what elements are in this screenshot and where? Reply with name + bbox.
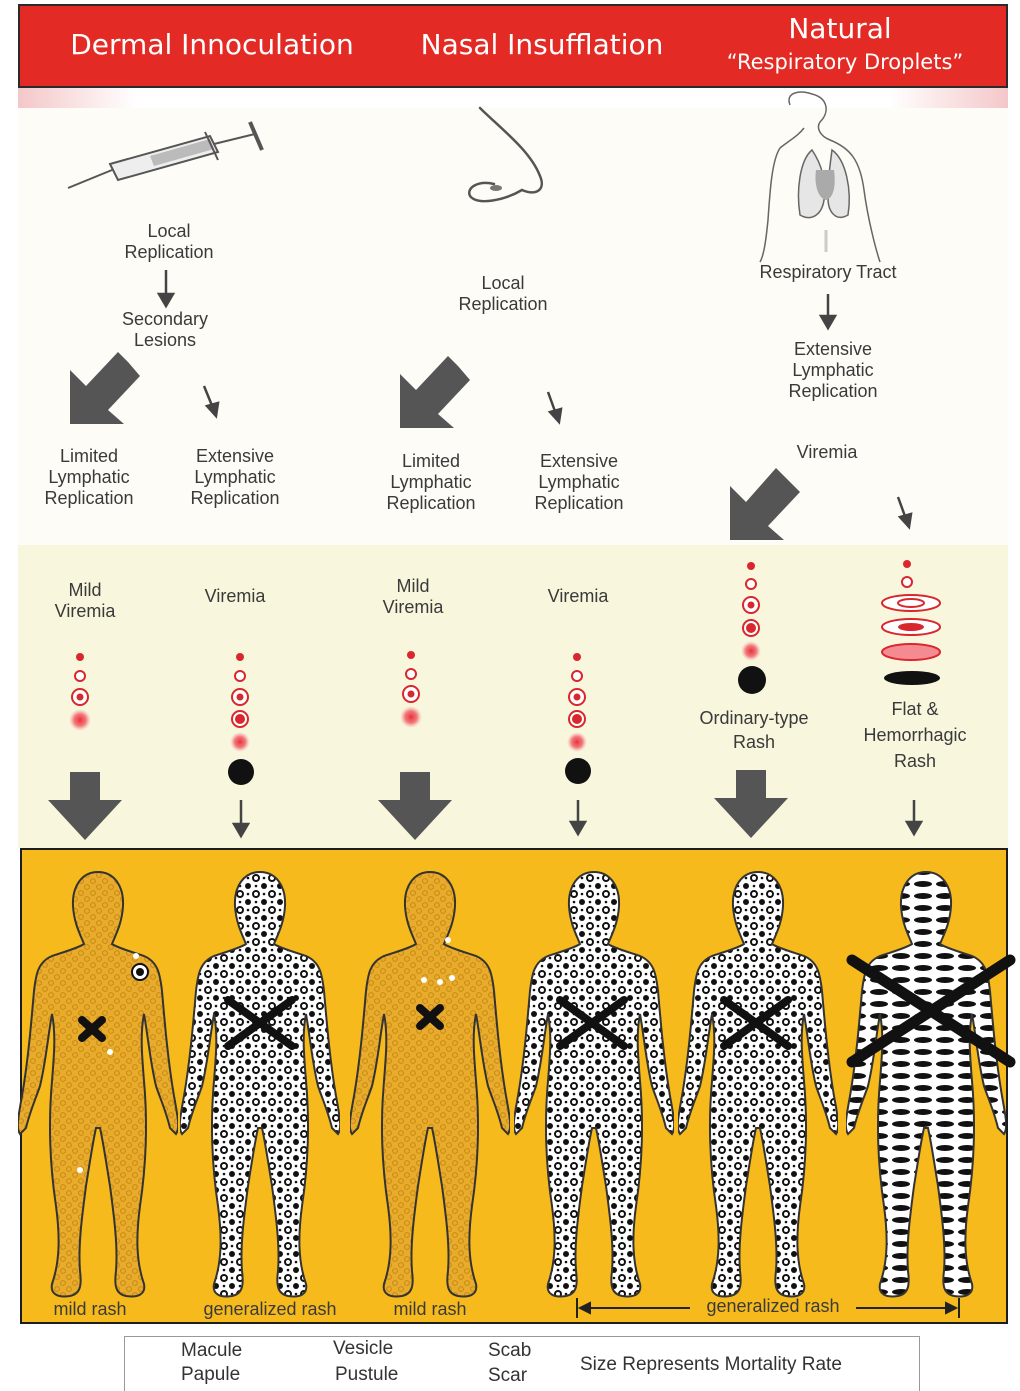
dermal-extensive-replication: Extensive Lymphatic Replication [160,446,310,509]
caption-generalized-rash-1: generalized rash [180,1299,360,1320]
big-down-arrows [48,770,788,840]
lesion-column-1 [69,653,91,731]
nasal-viremia: Viremia [503,586,653,607]
legend-pustule: Pustule [335,1364,398,1386]
natural-respiratory-tract: Respiratory Tract [728,262,928,283]
legend-scab: Scab [488,1340,531,1362]
natural-viremia: Viremia [752,442,902,463]
figure-dermal-mild [18,872,178,1297]
dermal-local-replication: Local Replication [94,221,244,263]
legend-macule: Macule [181,1340,242,1362]
caption-mild-rash-2: mild rash [370,1299,490,1320]
figure-natural-flat [846,872,1010,1297]
figure-natural-ordinary [678,872,838,1297]
nose-icon [469,108,542,201]
figure-nasal-mild [350,872,510,1297]
dermal-mild-viremia: Mild Viremia [10,580,160,622]
nasal-extensive-replication: Extensive Lymphatic Replication [504,451,654,514]
legend-vesicle: Vesicle [333,1338,393,1360]
lesion-column-2 [228,653,254,785]
caption-mild-rash-1: mild rash [30,1299,150,1320]
dermal-secondary-lesions: Secondary Lesions [90,309,240,351]
nasal-local-replication: Local Replication [428,273,578,315]
ordinary-type-rash: Ordinary-type Rash [684,706,824,754]
syringe-icon [68,122,262,188]
legend-mortality: Size Represents Mortality Rate [580,1354,842,1376]
nasal-limited-replication: Limited Lymphatic Replication [356,451,506,514]
lesion-column-4 [565,653,591,784]
figure-nasal-generalized [514,872,674,1297]
natural-extensive-replication: Extensive Lymphatic Replication [758,339,908,402]
caption-generalized-rash-2: generalized rash [690,1296,856,1317]
dermal-limited-replication: Limited Lymphatic Replication [14,446,164,509]
lesion-column-3 [400,651,422,728]
lesion-column-6 [882,560,940,685]
figure-dermal-generalized [180,872,340,1297]
lungs-icon [760,92,880,262]
flat-hemorrhagic-rash: Flat & Hemorrhagic Rash [840,696,990,774]
legend-scar: Scar [488,1365,527,1387]
lesion-column-5 [738,562,766,694]
dermal-viremia: Viremia [160,586,310,607]
legend-papule: Papule [181,1364,240,1386]
nasal-mild-viremia: Mild Viremia [338,576,488,618]
